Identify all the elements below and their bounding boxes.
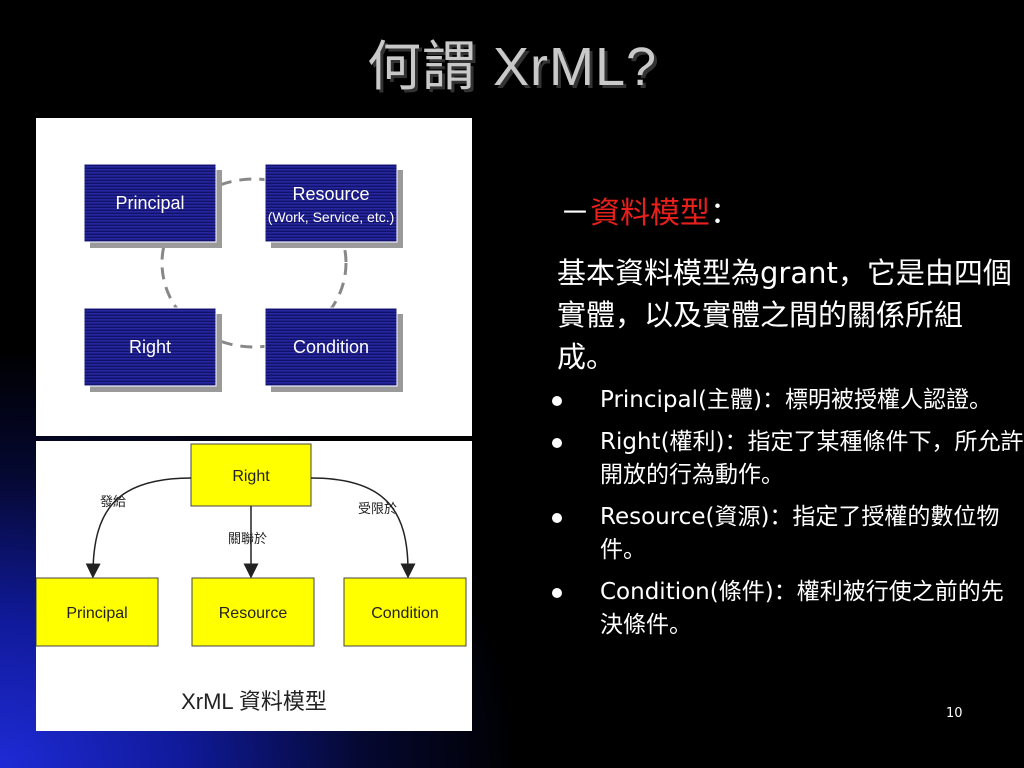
bullet-dot-icon [552, 438, 562, 448]
bullet-principal: Principal(主體)：標明被授權人認證。 [548, 384, 1024, 417]
limited-arrow [310, 477, 416, 579]
bullet-dot-icon [552, 513, 562, 523]
page-number: 10 [946, 706, 963, 721]
principal-label: Principal [115, 193, 184, 213]
bullet-dot-icon [552, 588, 562, 598]
bullet-resource: Resource(資源)：指定了授權的數位物件。 [548, 501, 1024, 567]
diagram-caption: XrML 資料模型 [181, 689, 327, 714]
limited-by-label: 受限於 [358, 501, 397, 516]
entity-diagram: Principal Resource (Work, Service, etc.)… [36, 118, 472, 436]
resource-node-label: Resource [219, 605, 288, 622]
grant-arrow [85, 477, 192, 579]
bullet-text: Principal(主體)：標明被授權人認證。 [600, 387, 992, 413]
section-subhead: －資料模型： [560, 188, 740, 232]
xrml-data-model-svg: Right Principal Resource Condition 發給 關聯… [35, 443, 467, 714]
right-node [190, 443, 312, 507]
bullet-text: Right(權利)：指定了某種條件下，所允許開放的行為動作。 [600, 429, 1024, 488]
bullet-dot-icon [552, 396, 562, 406]
bullet-text: Resource(資源)：指定了授權的數位物件。 [600, 504, 1000, 563]
principal-node-label: Principal [66, 605, 127, 622]
resource-label: Resource [292, 184, 369, 204]
bullet-text: Condition(條件)：權利被行使之前的先決條件。 [600, 579, 1004, 638]
condition-label: Condition [293, 337, 369, 357]
bullet-list: Principal(主體)：標明被授權人認證。 Right(權利)：指定了某種條… [548, 384, 1024, 651]
right-box [83, 307, 217, 387]
connection-circle [160, 177, 348, 349]
condition-node [343, 577, 467, 647]
bullet-right: Right(權利)：指定了某種條件下，所允許開放的行為動作。 [548, 426, 1024, 492]
resource-sublabel: (Work, Service, etc.) [268, 209, 395, 225]
intro-paragraph: 基本資料模型為grant，它是由四個實體，以及實體之間的關係所組成。 [557, 256, 1012, 374]
right-node-label: Right [232, 468, 270, 485]
condition-node-label: Condition [371, 605, 439, 622]
grant-to-label: 發給 [100, 494, 126, 509]
principal-box [83, 163, 217, 243]
subhead-dash: － [560, 196, 590, 231]
related-to-label: 關聯於 [228, 531, 267, 546]
bullet-condition: Condition(條件)：權利被行使之前的先決條件。 [548, 576, 1024, 642]
resource-box [264, 163, 398, 243]
slide-title: 何謂 XrML? [366, 37, 658, 97]
resource-node [191, 577, 315, 647]
entity-diagram-svg: Principal Resource (Work, Service, etc.)… [83, 163, 403, 392]
right-label: Right [129, 337, 171, 357]
xrml-data-model-diagram: Right Principal Resource Condition 發給 關聯… [35, 441, 472, 731]
condition-box [264, 307, 398, 387]
subhead-colon: ： [710, 196, 740, 231]
subhead-keyword: 資料模型 [590, 196, 710, 231]
